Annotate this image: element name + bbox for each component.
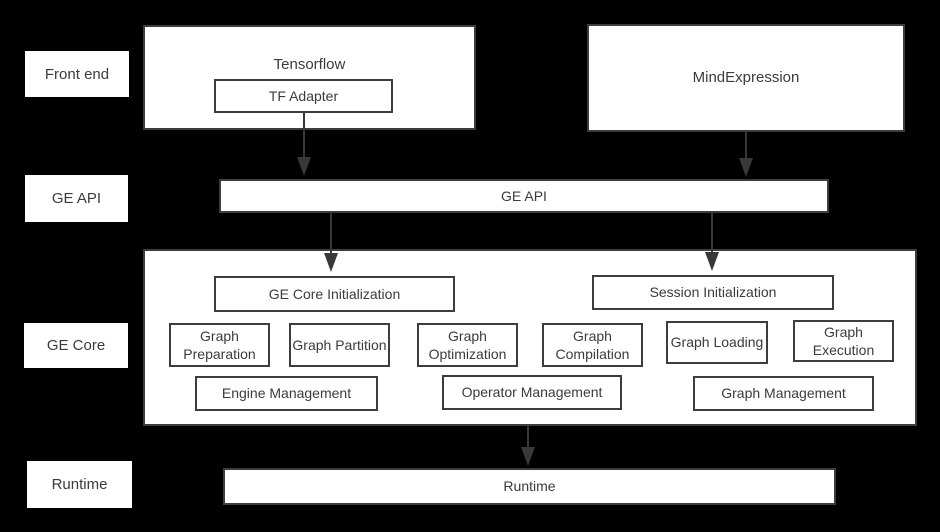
tensorflow-box: Tensorflow TF Adapter	[143, 25, 476, 130]
row-label-ge-api: GE API	[25, 175, 128, 222]
arrow-ge-core-to-runtime	[521, 426, 535, 466]
row-label-ge-core: GE Core	[24, 323, 128, 368]
operator-management-box: Operator Management	[442, 375, 622, 410]
arrow-ge-api-to-ge-core-init	[324, 213, 338, 272]
engine-management-box: Engine Management	[195, 376, 378, 411]
graph-loading-box: Graph Loading	[666, 321, 768, 364]
tensorflow-label: Tensorflow	[273, 56, 346, 73]
graph-partition-box: Graph Partition	[289, 323, 390, 367]
arrow-head-icon	[705, 252, 719, 271]
arrow-head-icon	[521, 447, 535, 466]
arrow-line	[711, 213, 713, 256]
session-initialization-box: Session Initialization	[592, 275, 834, 310]
arrow-head-icon	[324, 253, 338, 272]
arrow-tf-adapter-to-ge-api	[297, 113, 311, 176]
arrow-line	[303, 113, 305, 161]
row-label-front-end: Front end	[25, 51, 129, 97]
row-label-runtime: Runtime	[27, 461, 132, 508]
arrow-line	[527, 426, 529, 451]
graph-preparation-box: Graph Preparation	[169, 323, 270, 367]
graph-compilation-box: Graph Compilation	[542, 323, 643, 367]
ge-core-box: GE Core Initialization Session Initializ…	[143, 249, 917, 426]
ge-core-initialization-box: GE Core Initialization	[214, 276, 455, 312]
runtime-bar: Runtime	[223, 468, 836, 505]
tf-adapter-box: TF Adapter	[214, 79, 393, 113]
mindexpression-box: MindExpression	[587, 24, 905, 132]
arrow-line	[745, 132, 747, 162]
ge-api-bar: GE API	[219, 179, 829, 213]
arrow-head-icon	[739, 158, 753, 177]
arrow-mindexpression-to-ge-api	[739, 132, 753, 177]
graph-management-box: Graph Management	[693, 376, 874, 411]
graph-execution-box: Graph Execution	[793, 320, 894, 362]
arrow-line	[330, 213, 332, 257]
arrow-head-icon	[297, 157, 311, 176]
arrow-ge-api-to-session-init	[705, 213, 719, 271]
graph-optimization-box: Graph Optimization	[417, 323, 518, 367]
